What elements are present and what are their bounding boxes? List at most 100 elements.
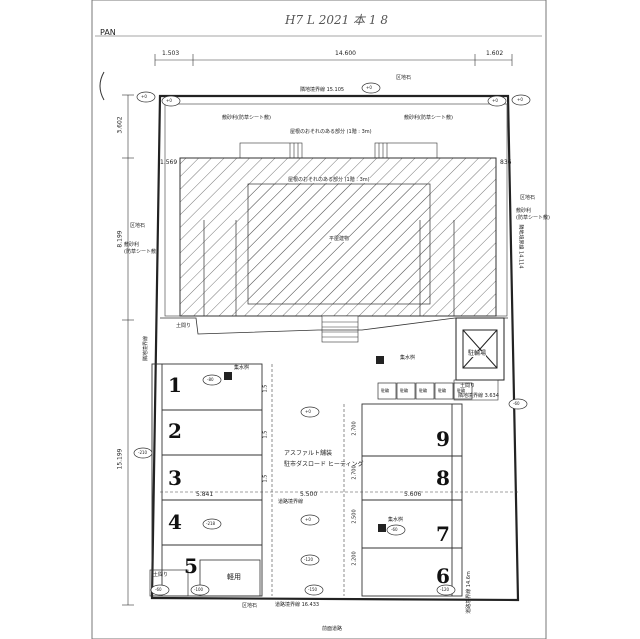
label-earth-ridge-top: 土間り (176, 323, 192, 329)
elevation-label: -218 (206, 521, 216, 526)
elevation-marker (161, 95, 181, 107)
label-boundary-top: 隣地境界線 15.105 (300, 87, 345, 93)
site-boundary (150, 94, 520, 602)
elevation-label: +0 (517, 97, 523, 102)
label-gravel-right2: 敷砂利 (防草シート敷) (516, 208, 550, 221)
elevation-label: +0 (492, 98, 498, 103)
elevation-label: +0 (366, 85, 372, 90)
elevation-label: -120 (440, 587, 450, 592)
dim-top-left: 1.503 (162, 50, 180, 57)
label-gravel-right: 敷砂利(防草シート敷) (404, 115, 453, 121)
label-road: 前面道路 (322, 626, 343, 632)
elevation-marker (136, 91, 156, 103)
bike-shelter (455, 317, 505, 381)
elevation-label: -100 (194, 587, 204, 592)
label-drain-3: 集水桝 (388, 517, 404, 523)
label-boundary-stone-top: 区地石 (396, 75, 412, 81)
dim-left-lower: 15.199 (116, 448, 124, 470)
elevation-marker (300, 554, 320, 566)
parking-number-7: 7 (436, 522, 450, 546)
elevation-label: +0 (166, 98, 172, 103)
handwritten-bracket (99, 71, 105, 101)
bike-slot-label: 駐輪 (400, 388, 408, 393)
elevation-marker (133, 447, 153, 459)
label-gravel-left2: 敷砂利 (防草シート敷) (124, 242, 158, 255)
elevation-label: -150 (308, 587, 318, 592)
earth-ridge-box-bottom (149, 569, 189, 597)
label-paving: 駐市ダスロード ヒーティング (284, 461, 364, 468)
parking-number-6: 6 (436, 564, 450, 588)
label-road-boundary-right: 道路境界線 14.6m (465, 571, 472, 614)
elevation-label: -60 (391, 527, 398, 532)
dim-inner-left: 1.569 (160, 159, 178, 166)
parking-number-5: 5 (184, 554, 198, 578)
drain-basin-2 (376, 356, 384, 364)
elevation-marker (436, 584, 456, 596)
dim-bottom-left: 5.841 (196, 491, 214, 498)
label-building: 平屋建物 (329, 236, 350, 242)
top-dimension-line (154, 54, 513, 66)
label-boundary-bottom: 道路境界線 16.433 (275, 602, 320, 608)
elevation-marker (304, 584, 324, 596)
dim-top-right: 1.602 (486, 50, 504, 57)
dim-inner-right: 836 (500, 159, 512, 166)
elevation-marker (202, 374, 222, 386)
label-boundary-right: 隣地境界線 14.114 (517, 224, 524, 269)
label-stone-right: 区地石 (520, 195, 536, 201)
elevation-marker (508, 398, 528, 410)
elevation-label: +0 (305, 517, 311, 522)
elevation-marker (386, 524, 406, 536)
label-earth-ridge-bottom: 土間り (153, 572, 169, 578)
right-parking-bays (361, 403, 463, 597)
drain-basin-1 (224, 372, 232, 380)
front-curb (160, 317, 508, 335)
left-dimension-line (122, 94, 134, 606)
parking-number-1: 1 (168, 373, 182, 397)
drain-basin-3 (378, 524, 386, 532)
bike-slot-label: 駐輪 (381, 388, 389, 393)
bike-slot-label: 駐輪 (438, 388, 446, 393)
parking-number-8: 8 (436, 466, 450, 490)
label-gravel-left: 敷砂利(防草シート敷) (222, 115, 271, 121)
dim-left-mid: 8.199 (116, 230, 124, 248)
elevation-marker (202, 518, 222, 530)
bike-slot-label: 駐輪 (419, 388, 427, 393)
label-road-line: 道路境界線 (278, 499, 304, 505)
building-column-lines (203, 220, 455, 316)
dim-bottom-right: 5.606 (404, 491, 422, 498)
kei-car-bay (199, 559, 261, 597)
pan-label: PAN (100, 28, 116, 37)
label-collapse-upper: 屋根のおそれのある部分 (1階 : 3m) (290, 129, 372, 135)
bike-slot-label: 駐輪 (457, 388, 465, 393)
front-entrance-steps (321, 315, 359, 343)
elevation-marker (487, 95, 507, 107)
earth-ridge-box-right (453, 379, 499, 401)
label-storage: 駐輪場 (468, 350, 487, 357)
center-dimension-lines (160, 364, 518, 596)
label-earth-ridge-right: 土間り (460, 383, 476, 389)
building-core (247, 183, 431, 305)
elevation-label: -120 (304, 557, 314, 562)
dim-vertical-1: 1.5 (262, 384, 269, 393)
elevation-marker (190, 584, 210, 596)
parking-number-4: 4 (168, 510, 182, 534)
label-boundary-left: 隣地境界線 (143, 335, 150, 362)
dim-top-mid: 14.600 (335, 50, 356, 57)
elevation-label: +0 (141, 94, 147, 99)
dim-right-2: 2.200 (351, 551, 358, 566)
elevation-label: -210 (138, 450, 148, 455)
elevation-marker (150, 584, 170, 596)
elevation-marker (511, 94, 531, 106)
parking-number-2: 2 (168, 419, 182, 443)
label-kei-car: 軽用 (227, 573, 241, 581)
label-asphalt: アスファルト舗装 (284, 450, 333, 457)
dim-vertical-4: 2.700 (351, 421, 358, 436)
handwritten-note: H7 L 2021 本 1 8 (285, 13, 388, 27)
elevation-marker (300, 406, 320, 418)
bike-slots (377, 382, 473, 400)
dim-vertical-2: 1.5 (262, 430, 269, 439)
dim-vertical-3: 1.5 (262, 474, 269, 483)
elevation-label: -60 (513, 401, 520, 406)
elevation-label: -80 (207, 377, 214, 382)
